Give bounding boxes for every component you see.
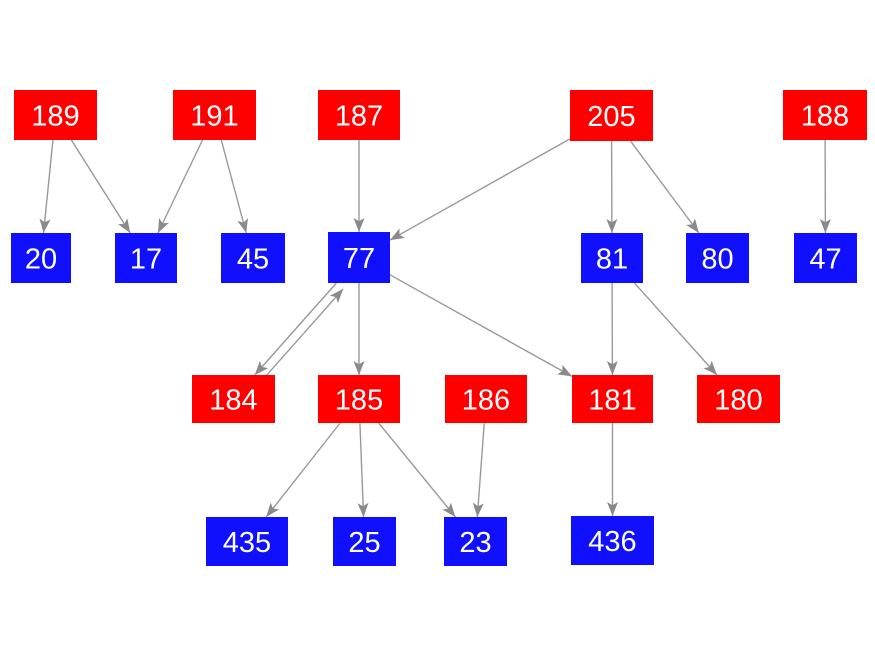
edge-77-181 xyxy=(389,274,573,378)
node-191: 191 xyxy=(173,90,256,140)
node-20: 20 xyxy=(11,233,71,283)
node-label: 189 xyxy=(31,101,79,133)
edge-205-77 xyxy=(389,138,571,241)
node-label: 180 xyxy=(714,385,762,417)
node-label: 187 xyxy=(335,101,383,133)
node-box-red xyxy=(445,375,527,423)
node-label: 47 xyxy=(809,244,841,276)
node-25: 25 xyxy=(333,517,396,566)
node-205: 205 xyxy=(570,90,653,141)
node-box-blue xyxy=(328,232,390,283)
node-box-blue xyxy=(686,233,749,283)
node-box-blue xyxy=(221,233,285,283)
node-box-blue xyxy=(581,233,643,283)
node-label: 80 xyxy=(701,244,733,276)
edge-185-435 xyxy=(265,422,341,518)
node-184: 184 xyxy=(192,375,275,423)
node-box-blue xyxy=(794,233,857,283)
node-label: 435 xyxy=(223,527,271,559)
edges-layer xyxy=(39,138,831,518)
edge-184-77 xyxy=(260,288,344,382)
edge-185-23 xyxy=(378,422,457,518)
node-label: 25 xyxy=(348,527,380,559)
node-label: 191 xyxy=(190,101,238,133)
node-label: 181 xyxy=(588,385,636,417)
node-box-red xyxy=(318,375,400,423)
edge-205-80 xyxy=(629,140,700,234)
node-17: 17 xyxy=(115,233,177,283)
node-box-red xyxy=(570,90,653,141)
node-185: 185 xyxy=(318,375,400,423)
node-187: 187 xyxy=(318,90,400,140)
node-box-blue xyxy=(115,233,177,283)
node-47: 47 xyxy=(794,233,857,283)
node-label: 17 xyxy=(130,244,162,276)
node-box-blue xyxy=(571,516,654,565)
node-186: 186 xyxy=(445,375,527,423)
edge-189-17 xyxy=(70,139,131,234)
edge-77-184 xyxy=(254,282,337,376)
node-label: 185 xyxy=(335,385,383,417)
node-label: 45 xyxy=(237,244,269,276)
node-box-blue xyxy=(206,517,288,566)
node-23: 23 xyxy=(444,517,507,566)
node-box-blue xyxy=(444,517,507,566)
node-box-red xyxy=(14,90,97,140)
node-box-blue xyxy=(11,233,71,283)
node-box-red xyxy=(192,375,275,423)
nodes-layer: 189 191 187 205 188 20 17 45 77 81 80 47 184 185 186 18… xyxy=(11,90,867,566)
node-box-red xyxy=(783,90,867,140)
node-box-red xyxy=(318,90,400,140)
edge-185-25 xyxy=(357,422,369,518)
node-label: 81 xyxy=(596,244,628,276)
edge-81-180 xyxy=(633,282,718,376)
edge-191-45 xyxy=(220,139,248,234)
node-box-blue xyxy=(333,517,396,566)
node-label: 205 xyxy=(587,101,635,133)
node-435: 435 xyxy=(206,517,288,566)
node-436: 436 xyxy=(571,516,654,565)
node-81: 81 xyxy=(581,233,643,283)
node-188: 188 xyxy=(783,90,867,140)
node-181: 181 xyxy=(572,375,653,423)
node-80: 80 xyxy=(686,233,749,283)
node-189: 189 xyxy=(14,90,97,140)
node-box-red xyxy=(572,375,653,423)
node-label: 184 xyxy=(209,385,257,417)
node-45: 45 xyxy=(221,233,285,283)
node-77: 77 xyxy=(328,232,390,283)
node-label: 188 xyxy=(801,101,849,133)
node-label: 436 xyxy=(588,526,636,558)
edge-189-20 xyxy=(39,139,54,234)
node-label: 77 xyxy=(343,243,375,275)
edge-186-23 xyxy=(472,422,485,518)
node-180: 180 xyxy=(697,375,780,423)
node-box-red xyxy=(697,375,780,423)
node-label: 23 xyxy=(459,527,491,559)
node-label: 186 xyxy=(462,385,510,417)
node-box-red xyxy=(173,90,256,140)
edge-191-17 xyxy=(157,139,204,234)
node-label: 20 xyxy=(25,244,57,276)
